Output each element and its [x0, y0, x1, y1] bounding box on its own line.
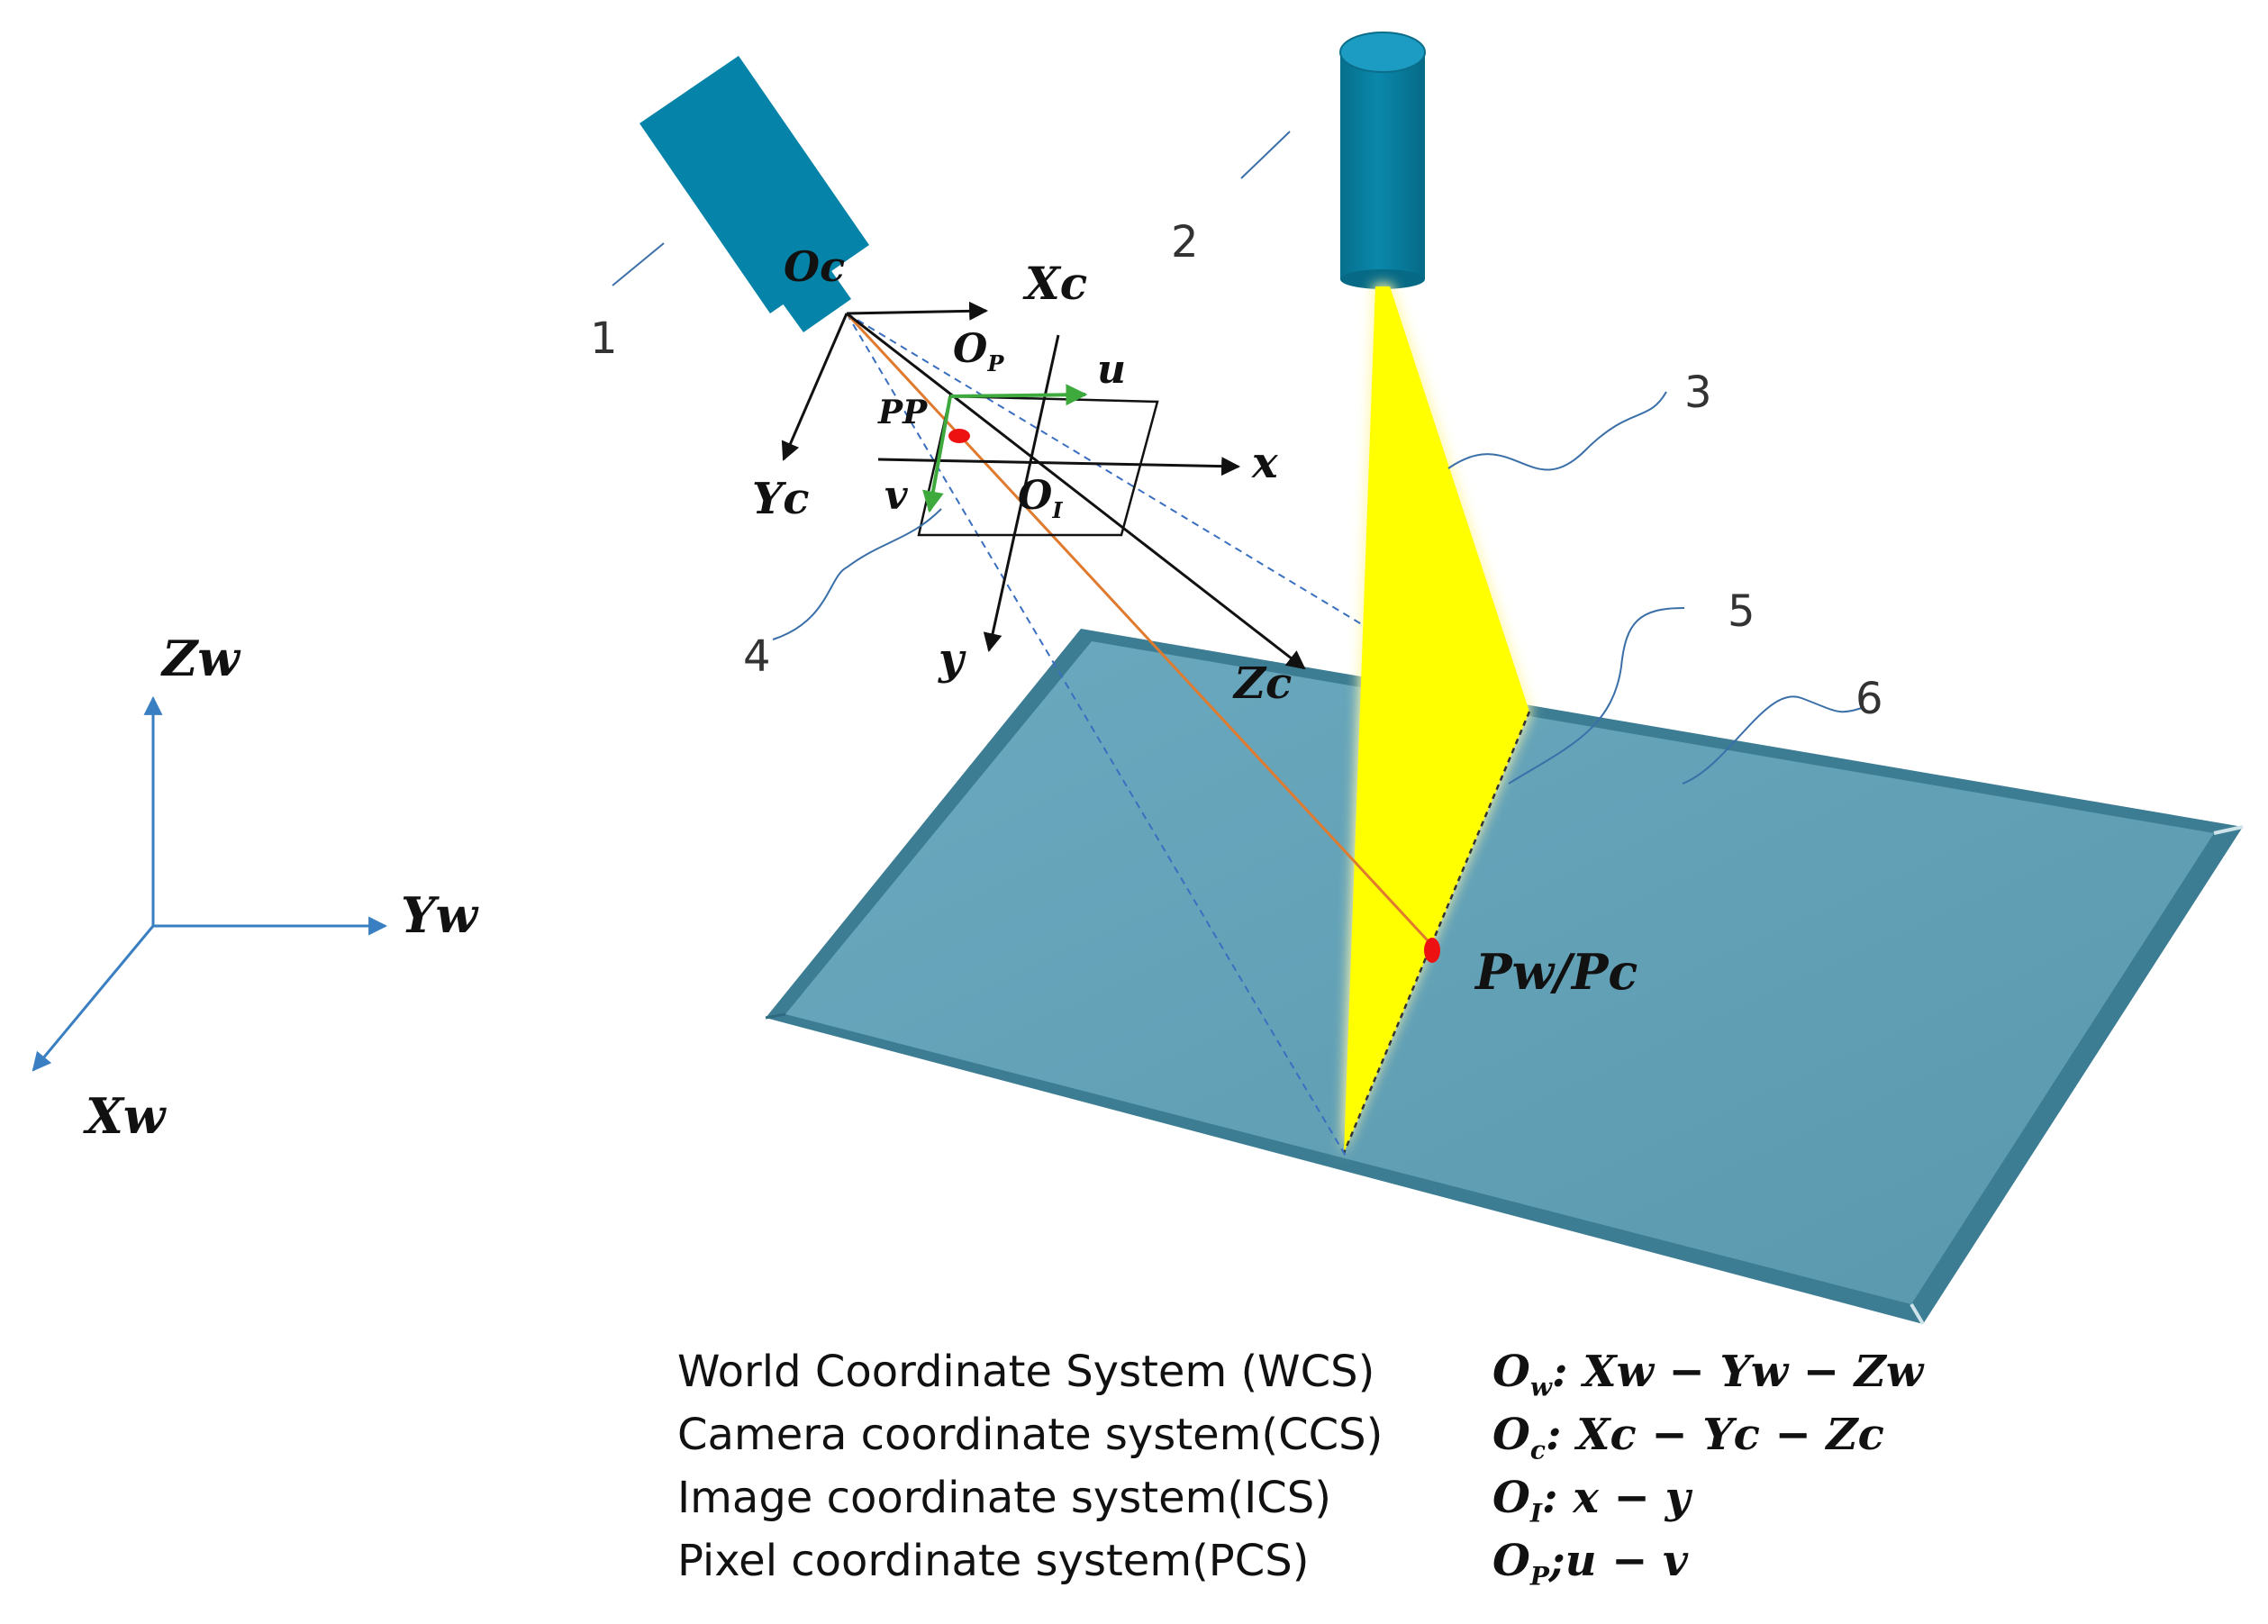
legend-row-wcs: World Coordinate System (WCS) Ow: Xw − Y… [677, 1340, 2028, 1403]
number-6: 6 [1855, 674, 1883, 724]
world-axes [32, 695, 388, 1072]
leader-lines [612, 131, 1865, 785]
image-point-pp [948, 429, 970, 443]
coordinate-system-legend: World Coordinate System (WCS) Ow: Xw − Y… [677, 1340, 2028, 1592]
work-plate [765, 629, 2244, 1326]
label-yc: Yc [752, 474, 810, 524]
label-xc: Xc [1022, 257, 1087, 310]
number-3: 3 [1684, 367, 1712, 418]
legend-name: Pixel coordinate system(PCS) [677, 1536, 1310, 1586]
legend-formula: OP;u − v [1492, 1536, 1689, 1592]
image-plane [917, 395, 1159, 537]
legend-row-ccs: Camera coordinate system(CCS) Oc: Xc − Y… [677, 1403, 2028, 1466]
label-x: x [1251, 438, 1279, 488]
label-pp: PP [877, 394, 928, 431]
laser-projector [1339, 32, 1426, 289]
camera [640, 56, 869, 332]
label-v: v [885, 473, 908, 519]
camera-axes [781, 301, 1306, 670]
legend-row-ics: Image coordinate system(ICS) OI: x − y [677, 1466, 2028, 1529]
label-oi: OI [1018, 473, 1063, 523]
legend-row-pcs: Pixel coordinate system(PCS) OP;u − v [677, 1529, 2028, 1592]
legend-name: Image coordinate system(ICS) [677, 1473, 1331, 1523]
number-4: 4 [743, 631, 771, 682]
label-u: u [1097, 347, 1126, 393]
legend-name: Camera coordinate system(CCS) [677, 1410, 1383, 1460]
number-2: 2 [1171, 217, 1199, 268]
pixel-axes [922, 384, 1088, 513]
laser-plane [1342, 284, 1531, 1155]
label-op: OP [953, 326, 1004, 377]
number-1: 1 [590, 313, 618, 364]
legend-formula: Ow: Xw − Yw − Zw [1492, 1347, 1924, 1402]
label-zc: Zc [1232, 658, 1292, 709]
legend-formula: Oc: Xc − Yc − Zc [1492, 1410, 1884, 1465]
world-point-pw-pc [1424, 938, 1440, 963]
label-oc: Oc [784, 242, 845, 291]
number-5: 5 [1728, 586, 1755, 637]
label-yw: Yw [401, 886, 480, 944]
label-pw-pc: Pw/Pc [1474, 943, 1637, 1001]
legend-formula: OI: x − y [1492, 1473, 1691, 1529]
legend-name: World Coordinate System (WCS) [677, 1347, 1375, 1397]
label-zw: Zw [160, 630, 241, 687]
label-y: y [938, 634, 966, 685]
label-xw: Xw [83, 1087, 168, 1145]
